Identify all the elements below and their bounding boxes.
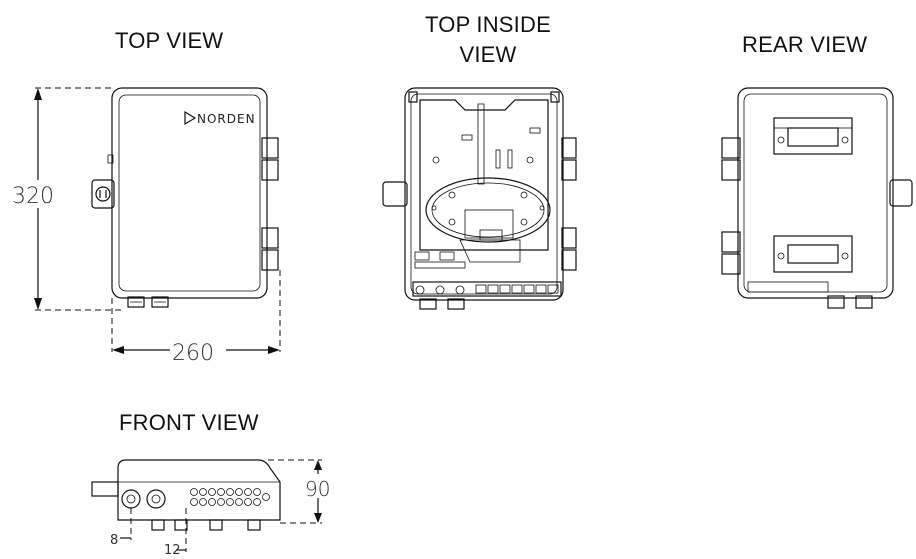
depth-dimension-label: 90 — [305, 477, 330, 501]
top-inside-title-line1: TOP INSIDE — [425, 12, 551, 37]
norden-logo-icon — [184, 110, 197, 126]
top-view-drawing: NORDEN 320 260 — [10, 87, 281, 366]
top-inside-view-title: TOP INSIDE VIEW — [418, 10, 558, 70]
width-dimension-label: 260 — [172, 341, 214, 366]
top-inside-title-line2: VIEW — [459, 42, 517, 67]
brand-logo-text: NORDEN — [197, 112, 256, 126]
port-offset-dimension-label: 8 — [110, 533, 118, 548]
front-adapter-grid — [190, 488, 270, 506]
top-inside-view-drawing — [382, 87, 577, 310]
top-view-title: TOP VIEW — [115, 28, 224, 53]
rear-view-drawing — [721, 87, 913, 309]
height-dimension-label: 320 — [12, 184, 54, 209]
rear-view-title: REAR VIEW — [742, 32, 868, 57]
front-view-drawing: 90 8 12 — [91, 459, 332, 558]
front-view-title: FRONT VIEW — [119, 410, 259, 435]
adapter-row — [475, 284, 559, 294]
port-spacing-dimension-label: 12 — [164, 543, 181, 558]
